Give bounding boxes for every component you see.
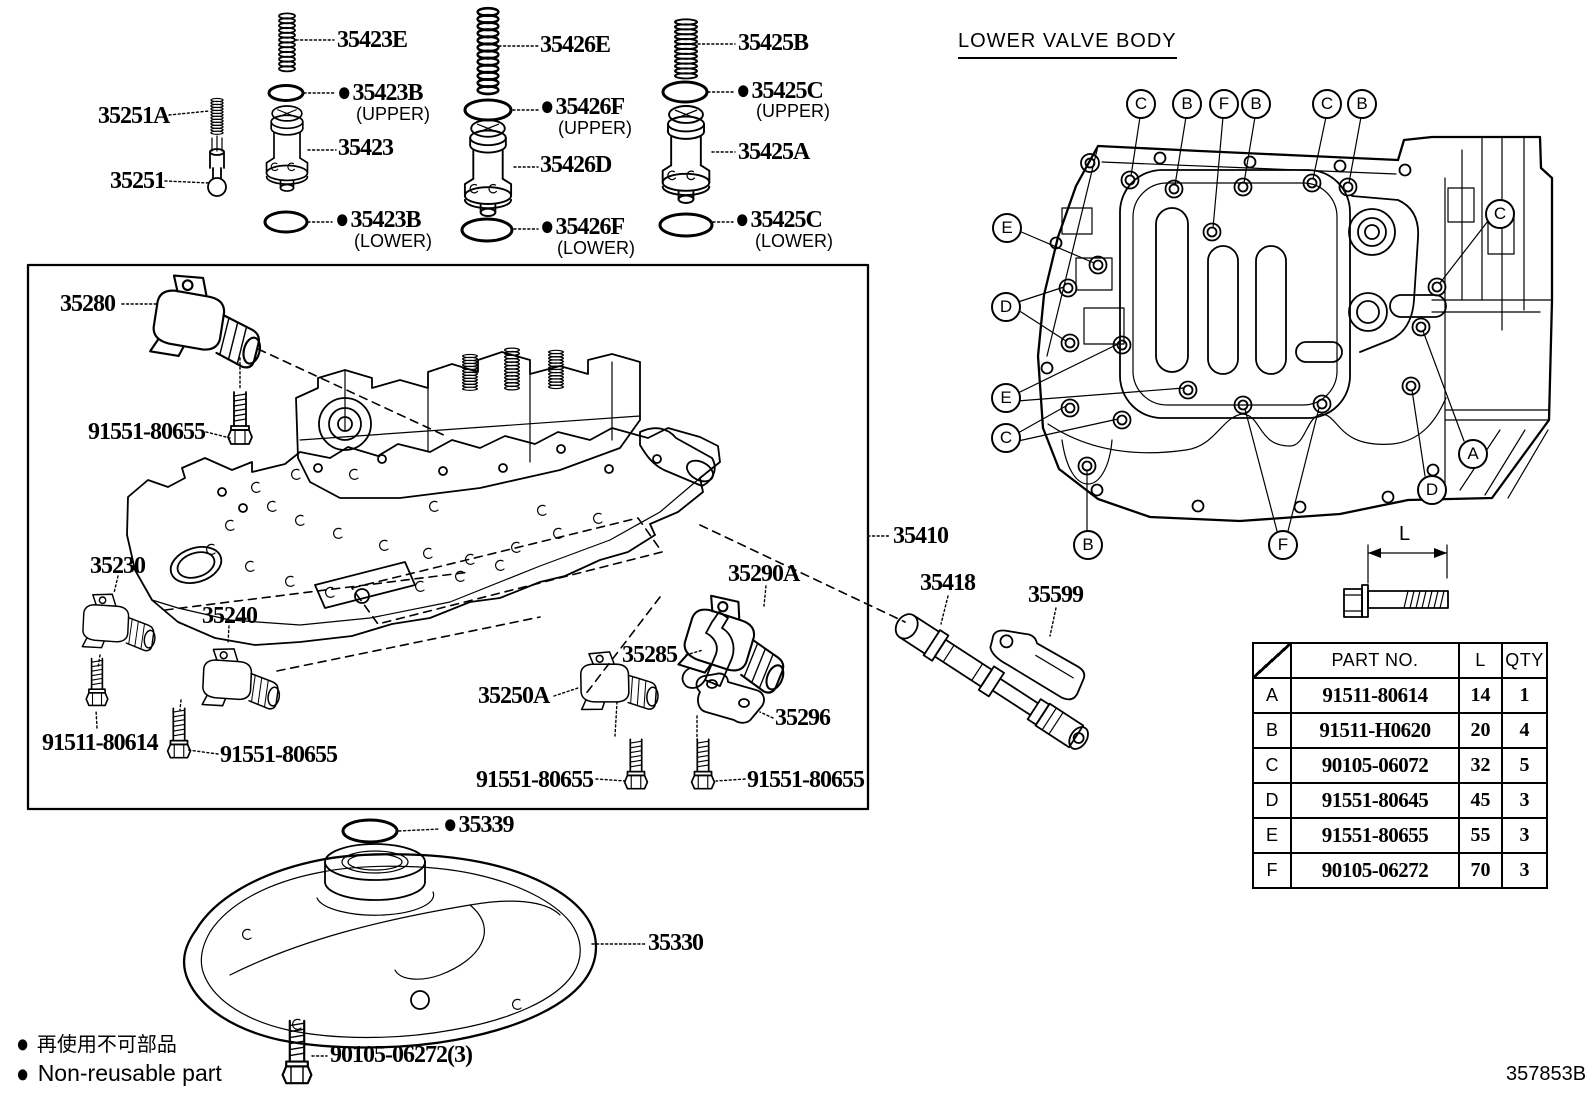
part-label-35418: 35418	[920, 570, 976, 596]
table-corner-cell	[1252, 642, 1292, 679]
position-note-upper-1: (UPPER)	[356, 104, 431, 124]
callout-left-c3: C	[991, 423, 1021, 453]
part-label-90105-06272: 90105-06272(3)	[330, 1042, 473, 1068]
table-row: C 90105-06072 32 5	[1252, 747, 1548, 784]
callout-top-b2: B	[1241, 89, 1271, 119]
part-label-35296: 35296	[775, 705, 831, 731]
part-label-35330: 35330	[648, 930, 704, 956]
position-note-upper-3: (UPPER)	[756, 101, 831, 121]
callout-top-b3: B	[1347, 89, 1377, 119]
part-label-bolt-top: 91551-80655	[88, 419, 206, 445]
table-header-part: PART NO.	[1290, 642, 1460, 679]
part-label-35280: 35280	[60, 291, 116, 317]
table-header-qty: QTY	[1501, 642, 1548, 679]
callout-top-b1: B	[1172, 89, 1202, 119]
table-row: E 91551-80655 55 3	[1252, 817, 1548, 854]
part-label-35426F-lower: ●35426F	[540, 212, 625, 242]
part-label-35426F-upper: ●35426F	[540, 92, 625, 122]
table-row: D 91551-80645 45 3	[1252, 782, 1548, 819]
legend-jp: ● 再使用不可部品	[16, 1029, 177, 1058]
position-note-lower-2: (LOWER)	[557, 238, 635, 258]
part-label-91511-80614: 91511-80614	[42, 730, 159, 756]
position-note-lower-1: (LOWER)	[354, 231, 432, 251]
callout-right-c4: C	[1485, 199, 1515, 229]
callout-top-c2: C	[1312, 89, 1342, 119]
part-label-35425B: 35425B	[738, 30, 809, 56]
oil-strainer-drawing	[182, 818, 646, 1085]
callout-right-d2: D	[1417, 475, 1447, 505]
part-label-35285: 35285	[622, 642, 678, 668]
table-row: A 91511-80614 14 1	[1252, 677, 1548, 714]
part-label-35230: 35230	[90, 553, 146, 579]
part-label-35240: 35240	[202, 603, 258, 629]
position-note-lower-3: (LOWER)	[755, 231, 833, 251]
callout-bottom-b4: B	[1073, 530, 1103, 560]
table-row: F 90105-06272 70 3	[1252, 852, 1548, 889]
section-title-lower-valve-body: LOWER VALVE BODY	[958, 30, 1177, 59]
part-label-bolt-bottom-right: 91551-80655	[747, 767, 865, 793]
part-label-35251A: 35251A	[98, 103, 170, 129]
part-label-35426E: 35426E	[540, 32, 611, 58]
part-label-35290A: 35290A	[728, 561, 800, 587]
part-label-35410: 35410	[893, 523, 949, 549]
length-dimension-diagram	[1343, 544, 1449, 618]
lower-valve-body-drawing	[1016, 116, 1554, 532]
table-header-row: PART NO. L QTY	[1252, 642, 1548, 679]
spring-valve-drawings	[164, 6, 736, 243]
part-label-35423B-upper: ●35423B	[337, 78, 424, 108]
part-label-35251: 35251	[110, 168, 166, 194]
rod-and-plate-drawings	[894, 595, 1089, 750]
table-header-length: L	[1458, 642, 1503, 679]
part-label-35426D: 35426D	[540, 152, 612, 178]
non-reusable-marker: ●	[337, 78, 351, 108]
part-label-35425A: 35425A	[738, 139, 810, 165]
callout-left-e1: E	[992, 213, 1022, 243]
part-label-35423: 35423	[338, 135, 394, 161]
part-label-35425C-lower: ●35425C	[735, 205, 823, 235]
valve-body-assembly-drawing	[26, 263, 906, 811]
table-row: B 91511-H0620 20 4	[1252, 712, 1548, 749]
length-symbol: L	[1399, 523, 1411, 545]
part-label-35423B-lower: ●35423B	[335, 205, 422, 235]
position-note-upper-2: (UPPER)	[558, 118, 633, 138]
part-label-bolt-bottom-left: 91551-80655	[476, 767, 594, 793]
non-reusable-marker: ●	[16, 1029, 30, 1058]
part-label-bolt-mid: 91551-80655	[220, 742, 338, 768]
part-label-35599: 35599	[1028, 582, 1084, 608]
callout-bottom-f2: F	[1268, 530, 1298, 560]
callout-left-e2: E	[991, 383, 1021, 413]
figure-code: 357853B	[1506, 1063, 1587, 1085]
legend-en: ● Non-reusable part	[16, 1059, 222, 1088]
part-label-35339: ●35339	[443, 810, 515, 840]
callout-right-a1: A	[1458, 439, 1488, 469]
part-label-35423E: 35423E	[337, 27, 408, 53]
callout-top-f1: F	[1209, 89, 1239, 119]
fastener-table: PART NO. L QTY A 91511-80614 14 1 B 9151…	[1252, 642, 1548, 889]
part-label-35250A: 35250A	[478, 683, 550, 709]
callout-left-d1: D	[991, 292, 1021, 322]
callout-top-c1: C	[1126, 89, 1156, 119]
part-label-35425C-upper: ●35425C	[736, 76, 824, 106]
